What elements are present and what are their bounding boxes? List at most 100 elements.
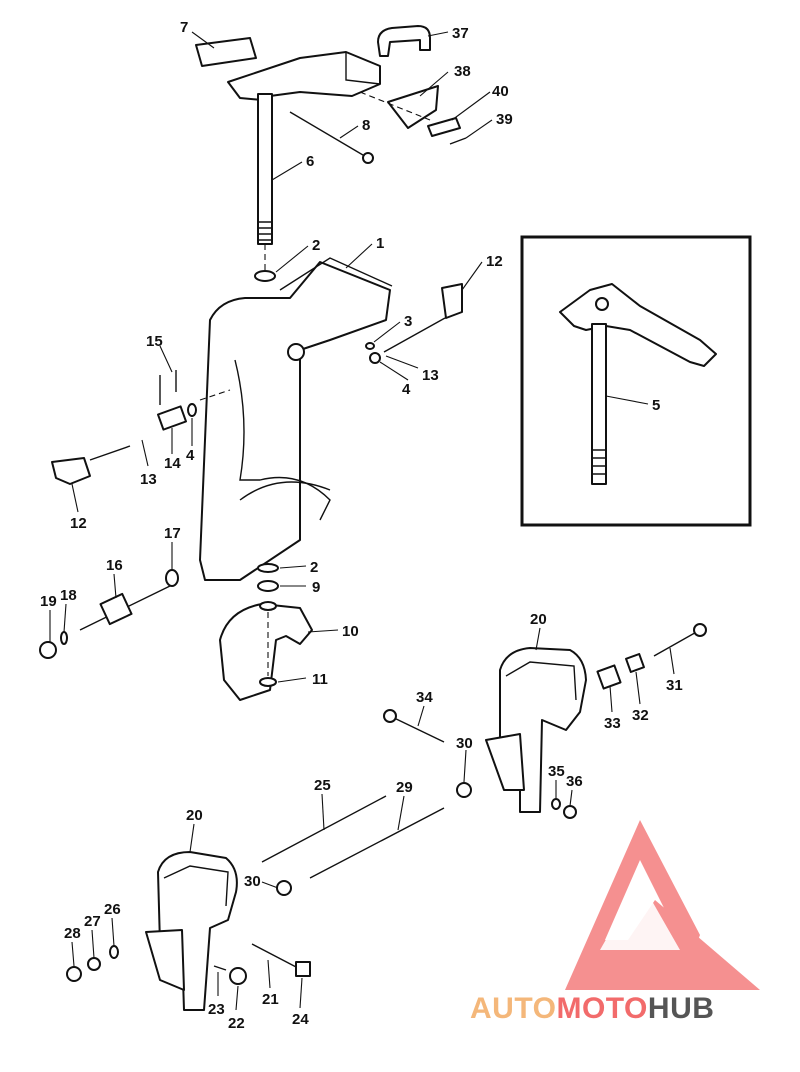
leader-37 — [427, 31, 449, 37]
leader-10 — [307, 629, 339, 633]
nut-part-4-right — [369, 352, 381, 364]
callout-11: 11 — [312, 671, 328, 688]
callout-12-right: 12 — [486, 253, 503, 270]
callout-2-upper: 2 — [312, 237, 320, 254]
cap-part-28 — [66, 966, 82, 982]
callout-labels: 7 37 38 40 39 8 6 2 1 12 3 13 4 15 4 14 … — [40, 19, 683, 1032]
callout-13-left: 13 — [140, 471, 157, 488]
callout-32: 32 — [632, 707, 649, 724]
leader-11 — [277, 677, 307, 683]
washer-part-35 — [551, 798, 561, 810]
pin-part-13-right — [383, 317, 446, 353]
tiller-shaft-part-5 — [591, 323, 607, 485]
washer-part-4-left — [187, 403, 197, 417]
logo-text-hub: HUB — [648, 992, 715, 1025]
callout-29: 29 — [396, 779, 413, 796]
swivel-bracket-top-edge — [279, 257, 393, 291]
callout-37: 37 — [452, 25, 469, 42]
clamp-bracket-right-edge — [505, 661, 577, 701]
washer-part-26 — [109, 945, 119, 959]
screw-part-39 — [449, 137, 467, 145]
callout-10: 10 — [342, 623, 359, 640]
callout-33: 33 — [604, 715, 621, 732]
nut-part-27 — [87, 957, 101, 971]
callout-13-right: 13 — [422, 367, 439, 384]
lower-swivel-assembly — [219, 563, 313, 701]
callout-39: 39 — [496, 111, 513, 128]
bushing-part-30-left — [276, 880, 292, 896]
leader-2-lower — [279, 565, 307, 569]
steering-arm-edge — [345, 52, 381, 85]
pivot-hole — [287, 343, 305, 361]
ring-part-2-upper — [254, 270, 276, 282]
leader-13-right — [385, 355, 419, 369]
swivel-bracket-part-1 — [199, 261, 391, 581]
leader-34 — [417, 705, 425, 727]
swivel-bracket-assembly — [51, 244, 463, 581]
callout-16: 16 — [106, 557, 123, 574]
callout-12-left: 12 — [70, 515, 87, 532]
leader-26 — [111, 917, 115, 947]
assembly-line-38 — [359, 91, 431, 121]
leader-27 — [91, 929, 95, 959]
inset-frame — [520, 235, 752, 527]
leader-18 — [63, 603, 67, 633]
logo-triangle-icon — [565, 820, 760, 990]
callout-26: 26 — [104, 901, 121, 918]
callout-38: 38 — [454, 63, 471, 80]
bolt-head-31 — [693, 623, 707, 637]
swivel-bracket-inner — [234, 359, 331, 521]
shaft-spline — [259, 221, 271, 241]
callout-30-right: 30 — [456, 735, 473, 752]
leader-30-right — [463, 749, 467, 783]
callout-6: 6 — [306, 153, 314, 170]
callout-8: 8 — [362, 117, 370, 134]
callout-22: 22 — [228, 1015, 245, 1032]
callout-1: 1 — [376, 235, 384, 252]
leader-12-right — [461, 261, 483, 291]
bushing-part-14 — [156, 405, 188, 431]
leader-16 — [113, 573, 117, 599]
leader-8 — [339, 125, 359, 139]
bushing-part-30-right — [456, 782, 472, 798]
logo-text: AUTOMOTOHUB — [470, 992, 714, 1025]
nut-part-19 — [39, 641, 57, 659]
leader-25 — [321, 793, 325, 831]
leader-32 — [635, 671, 641, 705]
leader-12-left — [71, 483, 79, 513]
leader-39 — [465, 119, 493, 139]
logo-text-auto: AUTO — [470, 992, 556, 1025]
leader-1 — [345, 243, 373, 269]
right-clamp-bracket-assembly — [383, 623, 707, 819]
leader-40 — [451, 91, 491, 121]
bolt-part-34 — [389, 715, 445, 743]
callout-7: 7 — [180, 19, 188, 36]
tube-assembly — [261, 795, 445, 879]
clamp-plate-left — [145, 929, 185, 991]
lever-part-12-right — [441, 283, 463, 319]
bracket-part-38 — [387, 85, 439, 129]
callout-40: 40 — [492, 83, 509, 100]
spacer-part-33 — [596, 664, 622, 690]
leader-7 — [191, 31, 215, 49]
callout-15: 15 — [146, 333, 163, 350]
pivot-shaft-assembly — [39, 569, 179, 659]
spacer-part-32 — [625, 653, 645, 673]
callout-9: 9 — [312, 579, 320, 596]
callout-17: 17 — [164, 525, 181, 542]
washer-part-18 — [60, 631, 68, 645]
swivel-bracket-cradle — [239, 481, 331, 501]
leader-2-upper — [275, 245, 309, 273]
callout-34: 34 — [416, 689, 433, 706]
callout-35: 35 — [548, 763, 565, 780]
watermark-logo: AUTOMOTOHUB — [470, 820, 760, 1025]
pin-part-13-left — [89, 445, 131, 461]
steering-arm-assembly — [195, 25, 467, 245]
callout-20-right: 20 — [530, 611, 547, 628]
leader-20-right — [535, 627, 541, 651]
callout-4-left: 4 — [186, 447, 195, 464]
swivel-top-hole — [259, 601, 277, 611]
washer-part-3 — [365, 342, 375, 350]
